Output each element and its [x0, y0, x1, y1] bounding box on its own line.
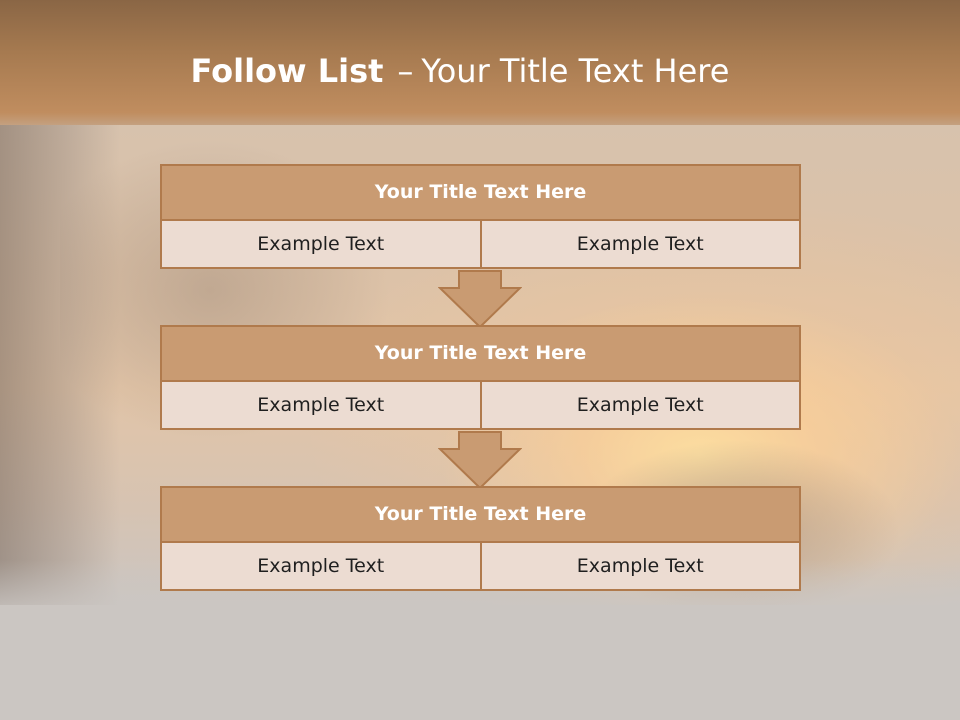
- block-cell-right: Example Text: [479, 543, 800, 589]
- title-rest: Your Title Text Here: [421, 52, 730, 90]
- block-cell-left: Example Text: [257, 394, 385, 416]
- block-title: Your Title Text Here: [160, 164, 801, 221]
- block-cell-left: Example Text: [257, 555, 385, 577]
- down-arrow-icon: [438, 270, 522, 328]
- down-arrow-icon: [438, 431, 522, 489]
- slide-title: Follow List–Your Title Text Here: [0, 52, 940, 90]
- block-cell-left: Example Text: [257, 233, 385, 255]
- title-separator: –: [397, 52, 414, 90]
- list-block-1: Your Title Text Here Example Text Exampl…: [160, 164, 801, 269]
- block-title: Your Title Text Here: [160, 325, 801, 382]
- list-block-2: Your Title Text Here Example Text Exampl…: [160, 325, 801, 430]
- block-row: Example Text Example Text: [160, 380, 801, 430]
- block-row: Example Text Example Text: [160, 541, 801, 591]
- block-title: Your Title Text Here: [160, 486, 801, 543]
- list-block-3: Your Title Text Here Example Text Exampl…: [160, 486, 801, 591]
- background-palm-trunk: [0, 125, 120, 605]
- block-cell-right: Example Text: [479, 382, 800, 428]
- title-bold: Follow List: [190, 52, 384, 90]
- block-row: Example Text Example Text: [160, 219, 801, 269]
- block-cell-right: Example Text: [479, 221, 800, 267]
